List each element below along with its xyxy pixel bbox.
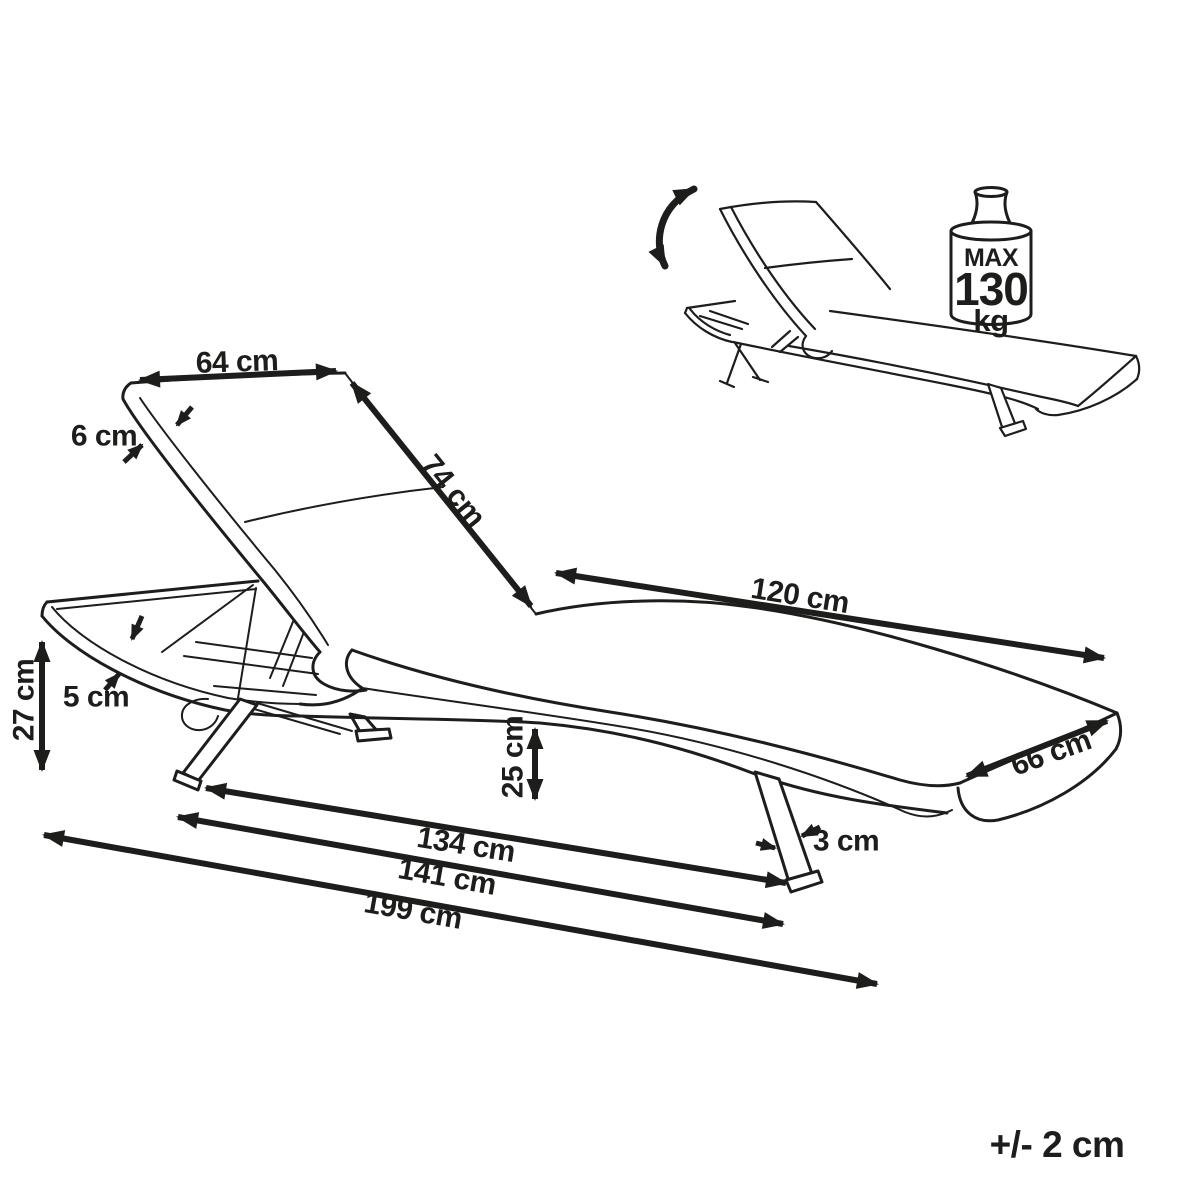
tolerance-note: +/- 2 cm — [990, 1124, 1125, 1165]
frame-thickness-arrow-upper — [129, 615, 145, 641]
badge-unit-label: kg — [973, 303, 1008, 338]
cushion-thickness-arrow-lower — [122, 443, 144, 464]
badge-value-label: 130 — [954, 263, 1028, 315]
leg-thickness-arrow-left — [755, 838, 777, 851]
seat-length-arrow — [554, 567, 1106, 664]
max-weight-badge: MAX 130 kg — [949, 186, 1033, 338]
total-length-arrow — [42, 830, 879, 989]
head-height-label: 27 cm — [8, 659, 41, 742]
frame-thickness-arrow-lower — [103, 672, 121, 692]
frame-thickness-label: 5 cm — [63, 681, 129, 714]
badge-max-label: MAX — [964, 244, 1019, 272]
clearance-label: 25 cm — [497, 716, 530, 799]
backrest-width-arrow — [138, 363, 338, 388]
foot-width-arrow — [965, 718, 1109, 779]
cushion-thickness-label: 6 cm — [71, 420, 137, 453]
cushion-thickness-arrow-upper — [175, 405, 194, 427]
leg-thickness-label: 3 cm — [813, 825, 879, 858]
backrest-length-arrow — [349, 381, 534, 608]
front-legs — [172, 697, 393, 792]
recline-inset: MAX 130 kg — [648, 185, 1141, 438]
recline-arrow-icon — [648, 185, 698, 270]
mini-lounger — [683, 200, 1141, 438]
backrest-width-label: 64 cm — [195, 344, 279, 380]
leg-thickness-arrow-right — [800, 823, 822, 839]
